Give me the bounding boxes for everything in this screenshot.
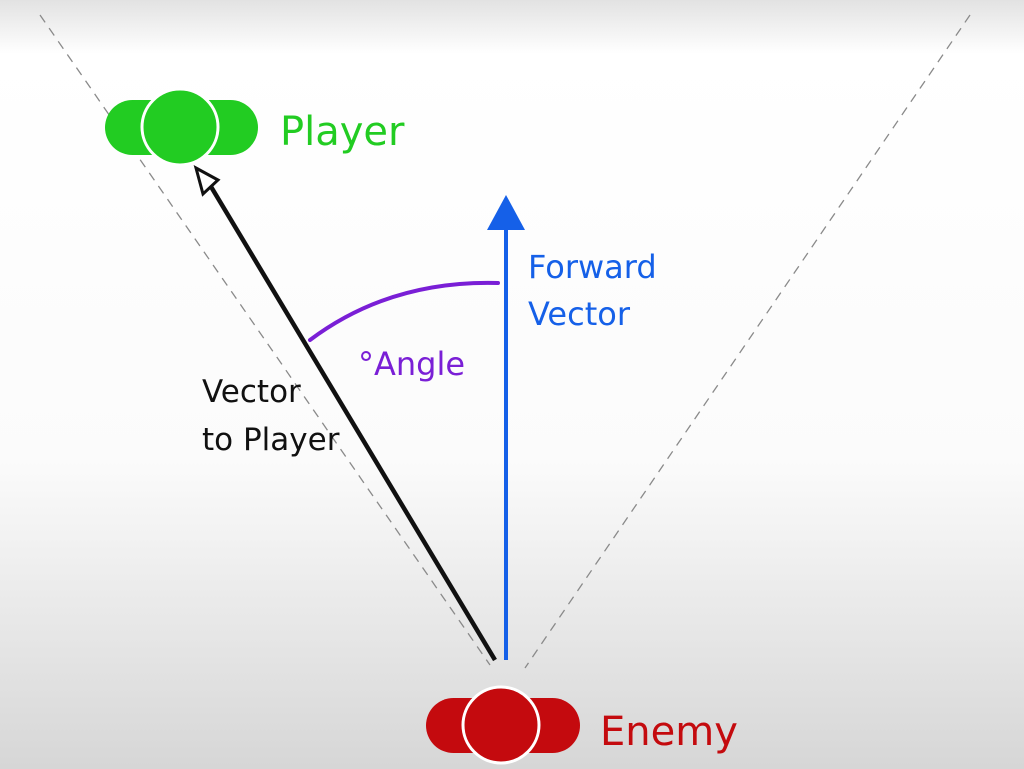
angle-label: °Angle	[358, 345, 465, 383]
right-view-cone-line	[524, 14, 971, 669]
vector-to-player-arrow	[193, 165, 497, 662]
angle-arc	[308, 280, 500, 342]
arrowhead-icon	[487, 195, 525, 230]
enemy-icon	[426, 685, 580, 765]
player-icon	[105, 87, 258, 167]
enemy-label: Enemy	[600, 709, 738, 755]
forward-vector-arrow	[487, 195, 525, 660]
arrowhead-icon	[193, 165, 221, 197]
vector-to-player-label: Vector to Player	[202, 374, 340, 458]
player-label: Player	[280, 109, 405, 155]
forward-vector-label: Forward Vector	[528, 248, 667, 333]
